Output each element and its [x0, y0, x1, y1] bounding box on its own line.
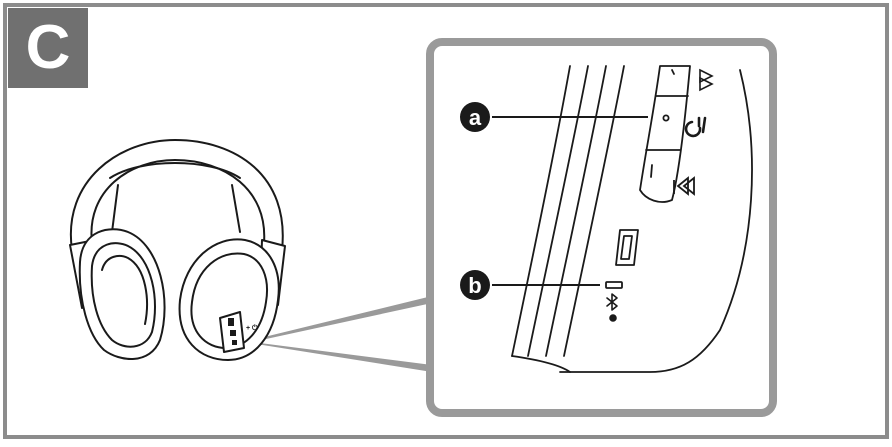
usb-port-icon — [616, 230, 638, 265]
callout-marker-b: b — [460, 270, 490, 300]
led-indicator — [606, 282, 622, 288]
panel-letter: C — [26, 17, 71, 79]
callout-marker-a: a — [460, 102, 490, 132]
over-ear-headphones-icon: + ⏻ — [70, 140, 285, 360]
svg-text:+ ⏻: + ⏻ — [246, 324, 258, 332]
magnified-panel — [430, 42, 773, 413]
callout-label-b: b — [468, 273, 481, 298]
callout-label-a: a — [469, 105, 482, 130]
panel-letter-badge: C — [8, 8, 88, 88]
